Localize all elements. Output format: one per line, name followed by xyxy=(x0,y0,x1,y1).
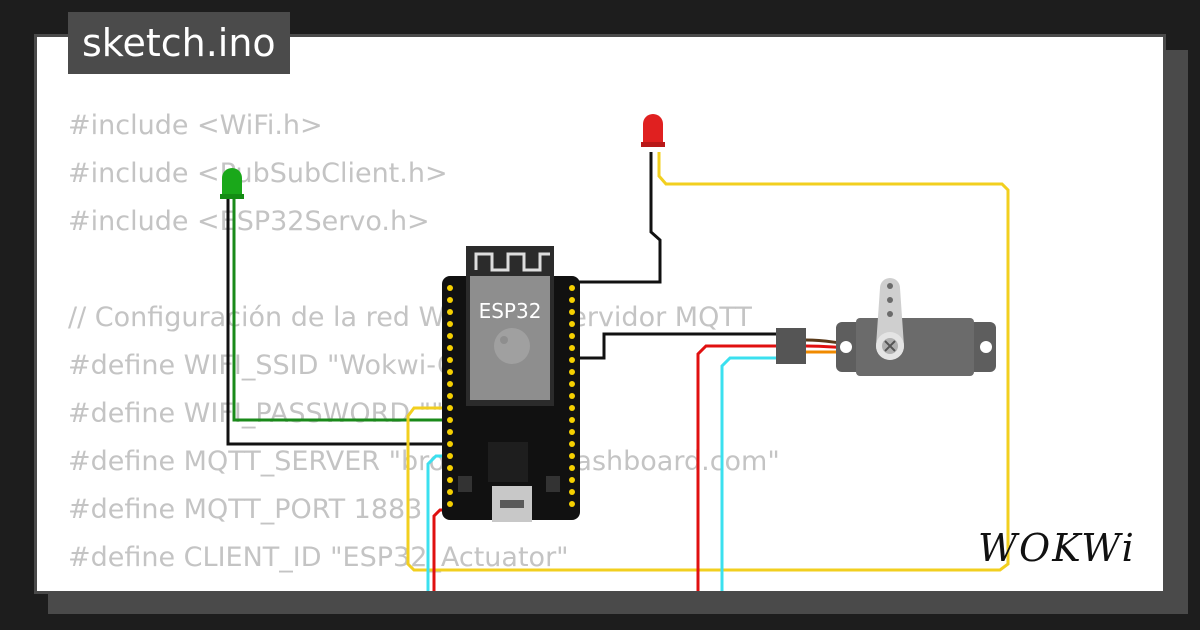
servo-motor xyxy=(776,278,996,376)
code-line: #define WIFI_PASSWORD "" xyxy=(68,398,444,429)
wokwi-logo: WOKWi xyxy=(978,526,1136,570)
code-line: #include <ESP32Servo.h> xyxy=(68,206,430,237)
red-led-wire xyxy=(406,152,1010,572)
servo-wire xyxy=(426,332,778,591)
code-line: #define MQTT_PORT 1883 xyxy=(68,494,423,525)
code-line: #include <WiFi.h> xyxy=(68,110,323,141)
preview-card xyxy=(34,34,1166,594)
board-label: ESP32 xyxy=(479,299,542,323)
esp32-board: ESP32 xyxy=(442,246,580,522)
file-tab[interactable]: sketch.ino xyxy=(68,12,290,74)
green-led xyxy=(220,168,244,199)
red-led xyxy=(641,114,665,147)
code-line: #define CLIENT_ID "ESP32_Actuator" xyxy=(68,542,569,573)
header-pins xyxy=(447,285,575,507)
green-led-wire xyxy=(226,198,450,446)
